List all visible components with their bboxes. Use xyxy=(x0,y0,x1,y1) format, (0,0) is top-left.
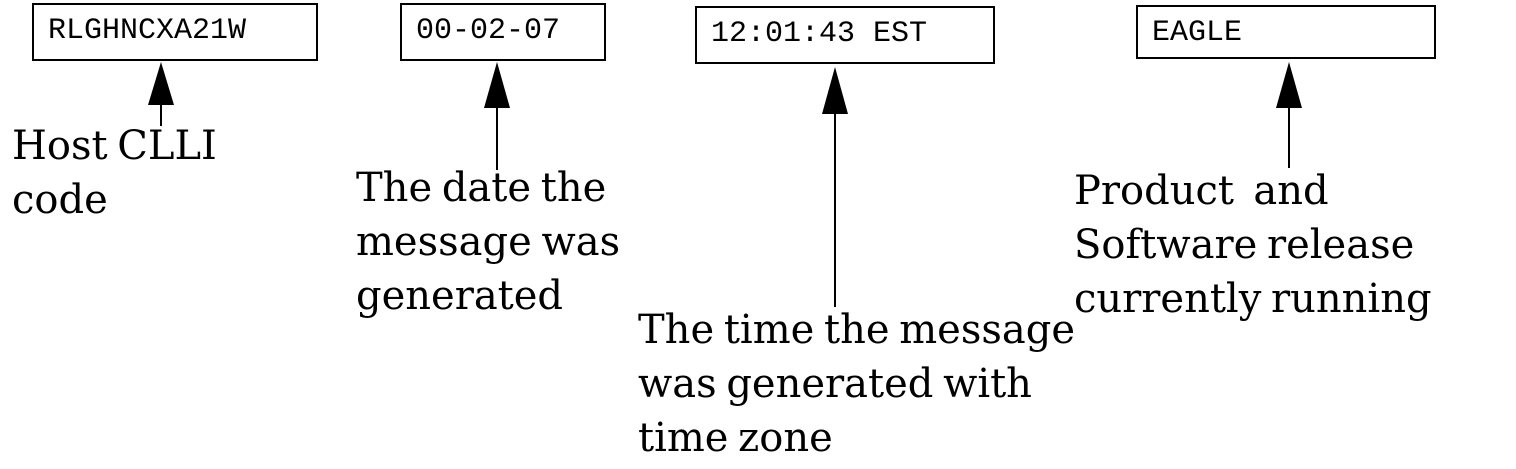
host-clli-value: RLGHNCXA21W xyxy=(48,14,247,48)
host-clli-arrow xyxy=(148,62,174,126)
time-field: 12:01:43 EST xyxy=(695,6,995,64)
date-arrow xyxy=(484,62,510,170)
host-clli-caption: Host CLLI code xyxy=(12,123,217,223)
release-field: EAGLE xyxy=(1136,5,1436,59)
host-clli-field: RLGHNCXA21W xyxy=(32,3,318,61)
date-value: 00-02-07 xyxy=(416,14,561,48)
release-arrow xyxy=(1276,62,1302,168)
time-arrow xyxy=(822,67,848,307)
date-caption: The date the message was generated xyxy=(356,165,621,319)
time-caption: The time the message was generated with … xyxy=(638,307,1076,461)
date-field: 00-02-07 xyxy=(400,3,606,61)
release-value: EAGLE xyxy=(1152,16,1243,50)
release-caption: Product and Software release currently r… xyxy=(1074,168,1432,322)
time-value: 12:01:43 EST xyxy=(711,17,928,51)
